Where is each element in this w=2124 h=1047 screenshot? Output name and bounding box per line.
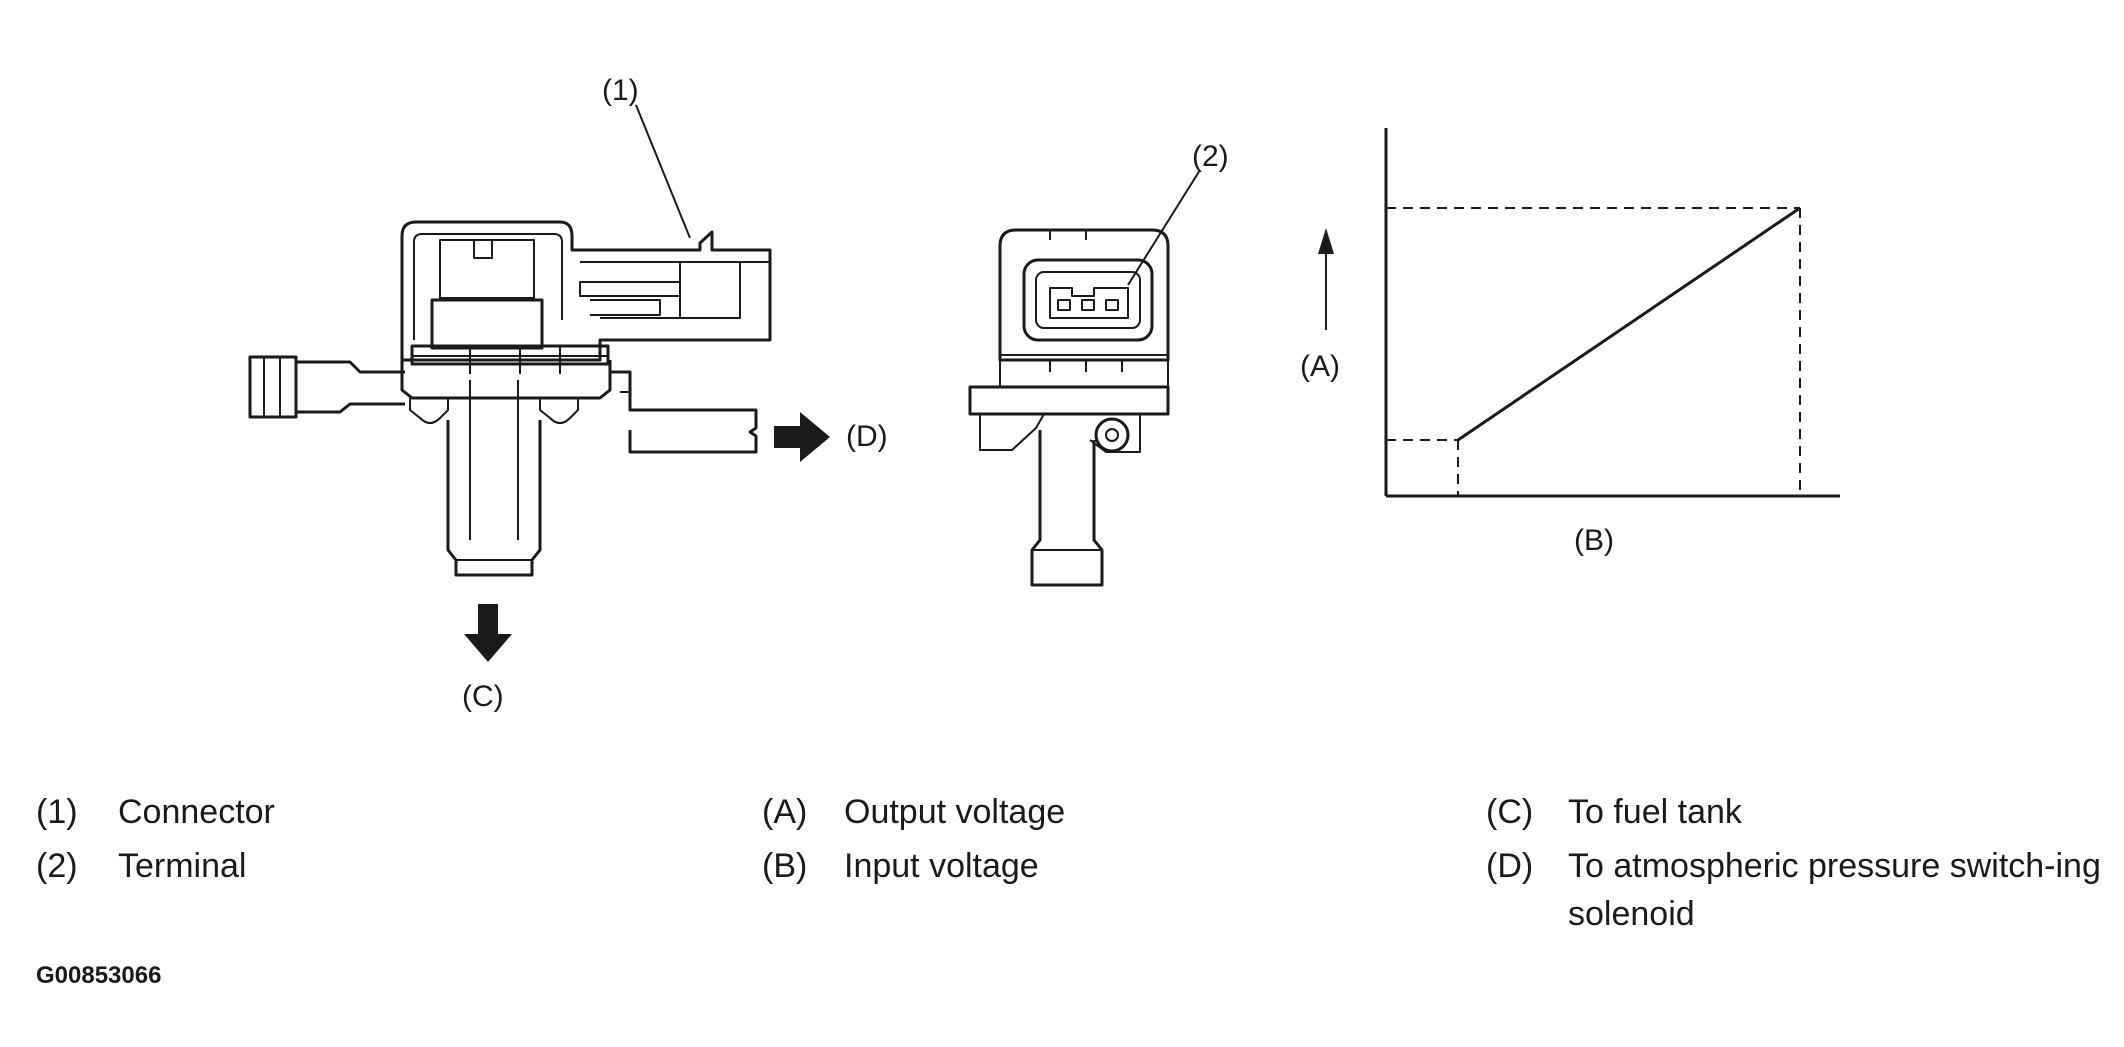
legend-key: (C)	[1486, 793, 1534, 831]
callout-terminal: (2)	[1192, 140, 1229, 173]
flow-arrow-right-icon	[774, 412, 830, 462]
legend-text: Input voltage	[844, 847, 1039, 885]
flow-arrow-down-icon	[464, 604, 512, 662]
arrow-label-c: (C)	[462, 680, 504, 713]
sensor-front-view	[968, 169, 1201, 587]
legend-text: Output voltage	[844, 793, 1066, 831]
axis-arrow-up-icon	[1318, 228, 1334, 330]
legend-key: (B)	[762, 847, 808, 885]
legend-text: Connector	[118, 793, 275, 831]
legend-key: (D)	[1486, 847, 1534, 885]
legend-text: To fuel tank	[1568, 793, 1742, 831]
legend-text: Terminal	[118, 847, 247, 885]
legend-text: To atmospheric pressure switch-ing solen…	[1568, 847, 2101, 933]
legend-key: (1)	[36, 793, 78, 831]
output-line	[1457, 206, 1801, 442]
arrow-label-d: (D)	[846, 420, 888, 453]
legend-key: (A)	[762, 793, 808, 831]
legend-key: (2)	[36, 847, 78, 885]
figure-id: G00853066	[36, 962, 162, 989]
axis-label-b: (B)	[1574, 524, 1614, 557]
axis-label-a: (A)	[1300, 350, 1340, 383]
sensor-side-view	[248, 104, 772, 577]
callout-connector: (1)	[602, 74, 639, 107]
voltage-graph	[1384, 128, 1840, 498]
